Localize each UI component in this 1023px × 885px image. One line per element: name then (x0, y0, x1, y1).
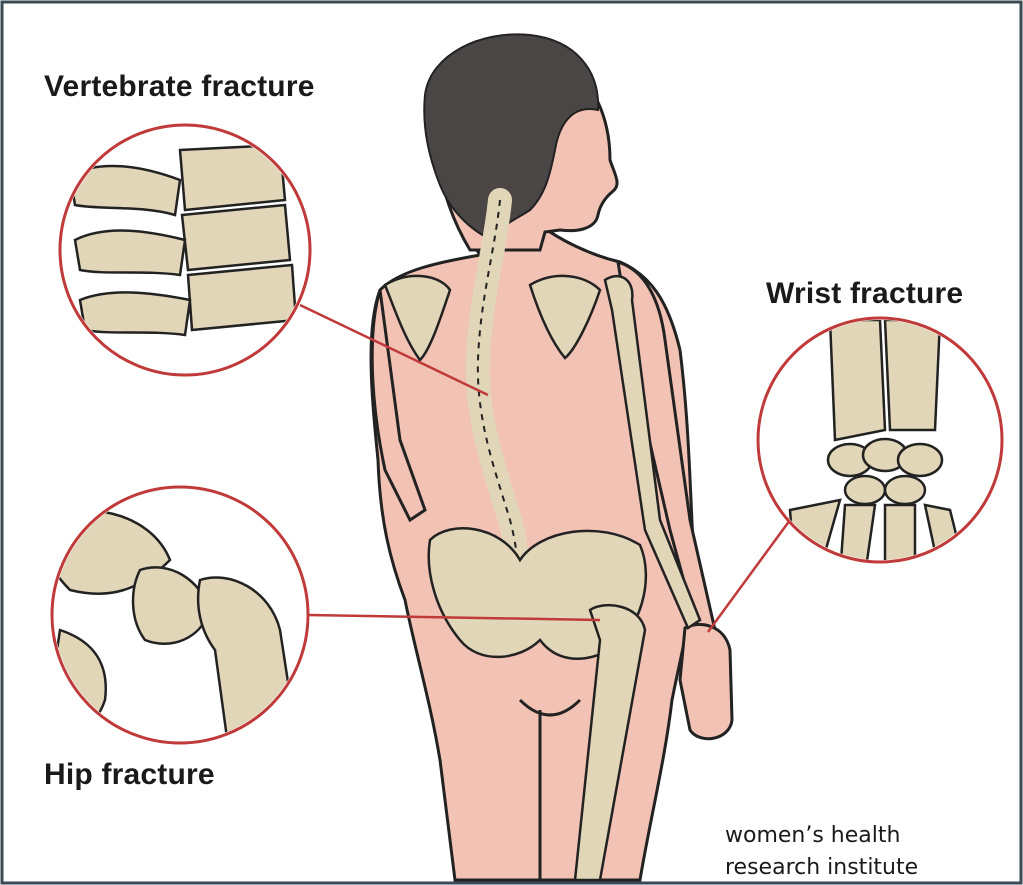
hip-fracture-label: Hip fracture (44, 758, 215, 792)
hand (680, 624, 732, 738)
credit-text: women’s health research institute (725, 820, 918, 884)
wrist-fracture-label: Wrist fracture (766, 277, 963, 311)
zoom-vertebrate (60, 125, 310, 375)
credit-line-1: women’s health (725, 820, 918, 852)
credit-line-2: research institute (725, 852, 918, 884)
vertebrate-fracture-label: Vertebrate fracture (44, 70, 315, 104)
